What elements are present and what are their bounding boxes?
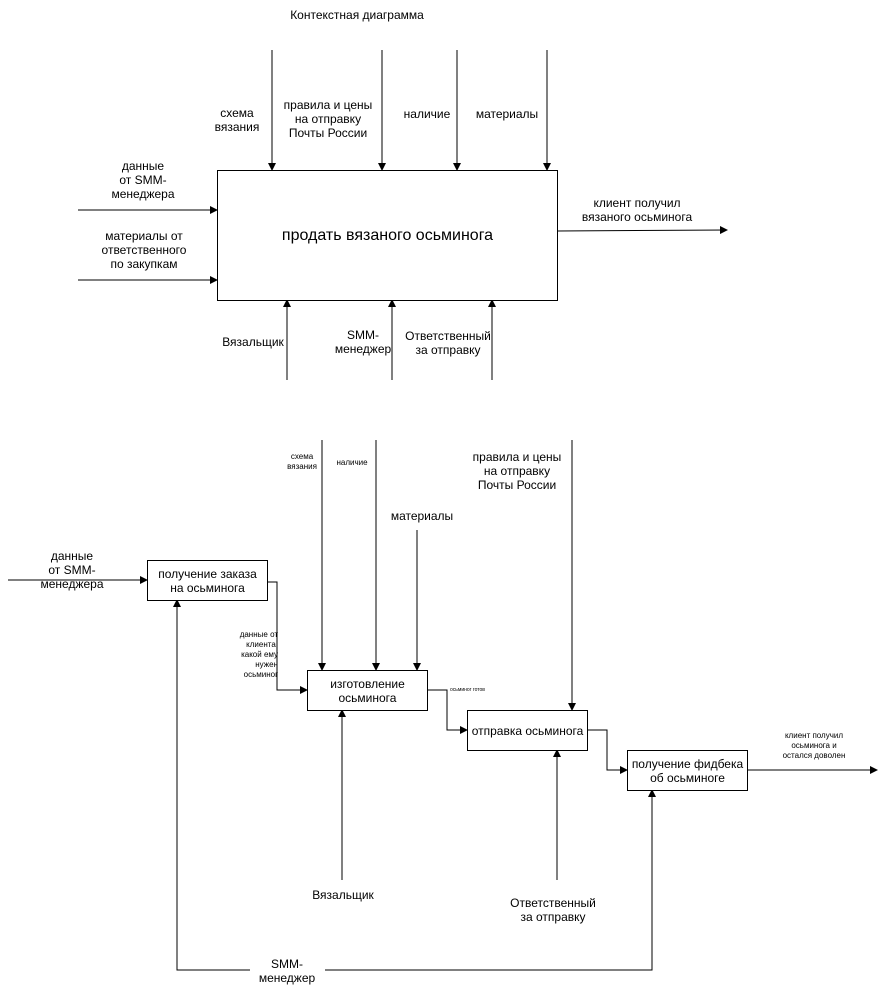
ctx-control-rules: правила и цены на отправку Почты России	[283, 98, 373, 140]
dec-flow-order-data: данные от клиента, какой ему нужен осьми…	[239, 630, 278, 679]
dec-flow-arrow-shipped	[588, 729, 628, 774]
dec-box-manufacture-label: изготовление осьминога	[330, 676, 405, 705]
dec-box-ship: отправка осьминога	[467, 710, 588, 751]
dec-box-ship-label: отправка осьминога	[471, 723, 584, 738]
dec-box-manufacture: изготовление осьминога	[307, 670, 428, 711]
dec-box-receive-order-label: получение заказа на осьминога	[158, 566, 257, 595]
dec-box-feedback: получение фидбека об осьминоге	[627, 750, 748, 791]
dec-control-rules: правила и цены на отправку Почты России	[472, 450, 562, 492]
ctx-mechanism-shipping: Ответственный за отправку	[405, 329, 491, 357]
ctx-mechanism-smm: SMM- менеджер	[334, 328, 392, 356]
ctx-input-smm: данные от SMM- менеджера	[111, 159, 175, 201]
ctx-main-box-label: продать вязаного осьминога	[281, 226, 494, 244]
dec-box-feedback-label: получение фидбека об осьминоге	[631, 756, 744, 785]
ctx-input-materials: материалы от ответственного по закупкам	[101, 229, 187, 271]
dec-control-materials: материалы	[390, 509, 454, 523]
dec-mechanism-arrow-smm-right	[325, 789, 656, 971]
dec-input-smm: данные от SMM- менеджера	[40, 549, 104, 591]
ctx-control-availability: наличие	[403, 107, 451, 121]
dec-mechanism-knitter: Вязальщик	[312, 888, 374, 902]
dec-mechanism-shipping: Ответственный за отправку	[510, 896, 596, 924]
dec-mechanism-arrow-smm-left	[173, 599, 250, 971]
dec-control-scheme: схема вязания	[287, 452, 317, 471]
dec-control-availability: наличие	[336, 458, 368, 467]
ctx-output: клиент получил вязаного осьминога	[581, 196, 693, 224]
diagram-title: Контекстная диаграмма	[290, 8, 424, 22]
dec-output: клиент получил осьминога и остался довол…	[782, 731, 846, 760]
ctx-control-scheme: схема вязания	[214, 106, 260, 134]
dec-flow-ready: осьминог готов	[450, 687, 485, 693]
ctx-control-materials: материалы	[475, 107, 539, 121]
dec-mechanism-smm: SMM- менеджер	[258, 957, 316, 985]
dec-flow-arrow-ready	[428, 689, 468, 734]
ctx-output-arrow	[556, 226, 728, 235]
ctx-main-box: продать вязаного осьминога	[217, 170, 558, 301]
dec-flow-arrow-order	[268, 581, 308, 694]
dec-box-receive-order: получение заказа на осьминога	[147, 560, 268, 601]
ctx-mechanism-knitter: Вязальщик	[222, 335, 284, 349]
